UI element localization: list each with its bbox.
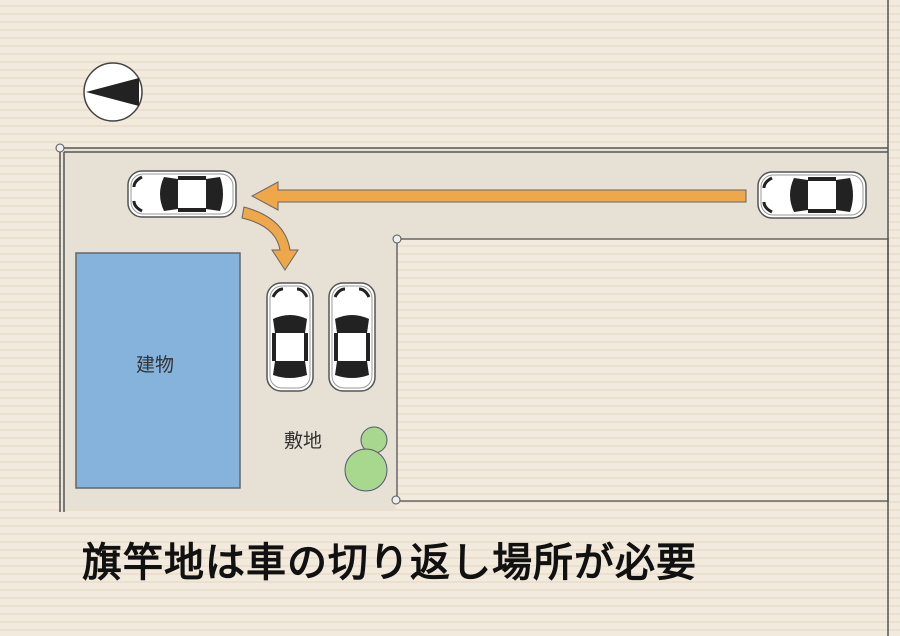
site-label: 敷地 (284, 430, 323, 452)
building-label: 建物 (136, 354, 175, 376)
neighbor-lot (396, 238, 889, 502)
tree-icon (344, 448, 388, 492)
car-icon (756, 170, 868, 220)
site-boundary (59, 147, 888, 512)
north-compass-icon (83, 62, 143, 122)
building (75, 252, 241, 489)
boundary-marker (55, 143, 65, 153)
car-icon (265, 281, 315, 393)
curved-arrow-icon (241, 206, 299, 271)
boundary-marker (392, 234, 402, 244)
car-icon (327, 281, 377, 393)
boundary-marker (391, 495, 401, 505)
site-area (62, 150, 888, 510)
car-icon (126, 169, 238, 219)
caption: 旗竿地は車の切り返し場所が必要 (82, 540, 697, 586)
straight-arrow-icon (250, 181, 747, 211)
